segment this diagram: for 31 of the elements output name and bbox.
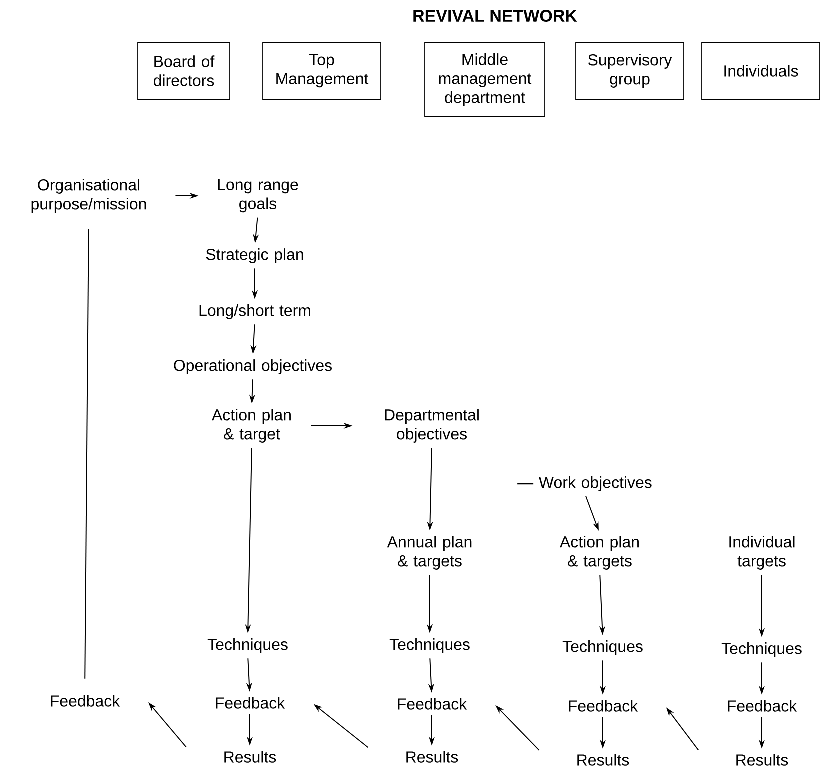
flow-label: Techniques bbox=[722, 642, 802, 658]
flow-label: Feedback bbox=[569, 700, 638, 712]
flow-label: Annual plan & targets bbox=[387, 536, 472, 570]
level-box: Board of directors bbox=[138, 42, 230, 100]
flow-label: Feedback bbox=[728, 700, 798, 712]
flow-label: Results bbox=[578, 754, 630, 766]
flow-label: Individual targets bbox=[730, 536, 795, 570]
flow-label: Techniques bbox=[562, 640, 643, 656]
flow-label: Techniques bbox=[208, 638, 288, 654]
flow-label: Feedback bbox=[398, 698, 468, 710]
flow-label: Results bbox=[224, 751, 276, 763]
title: REVIVAL NETWORK bbox=[414, 10, 578, 22]
flow-label: Action plan & targets bbox=[560, 536, 639, 570]
level-box: Supervisory group bbox=[576, 42, 684, 100]
flow-label: Action plan & target bbox=[212, 409, 291, 443]
flow-label: — Work objectives bbox=[518, 476, 652, 492]
flow-label: Results bbox=[736, 754, 788, 766]
flow-label: Long/short term bbox=[200, 304, 310, 320]
connector-line bbox=[84, 228, 90, 680]
flow-label: Operational objectives bbox=[174, 360, 332, 374]
flow-label: Techniques bbox=[390, 638, 470, 654]
level-box: Middle management department bbox=[424, 42, 546, 118]
flow-label: Departmental objectives bbox=[385, 409, 479, 443]
flow-label: Feedback bbox=[51, 695, 120, 707]
flow-label: Feedback bbox=[216, 697, 286, 709]
flow-label: Strategic plan bbox=[206, 248, 304, 264]
flow-label: Long range goals bbox=[218, 179, 298, 213]
flow-label: Results bbox=[406, 751, 458, 763]
level-box: Individuals bbox=[702, 42, 820, 100]
level-box: Top Management bbox=[262, 42, 382, 100]
flow-label: Organisational purpose/mission bbox=[32, 179, 146, 213]
